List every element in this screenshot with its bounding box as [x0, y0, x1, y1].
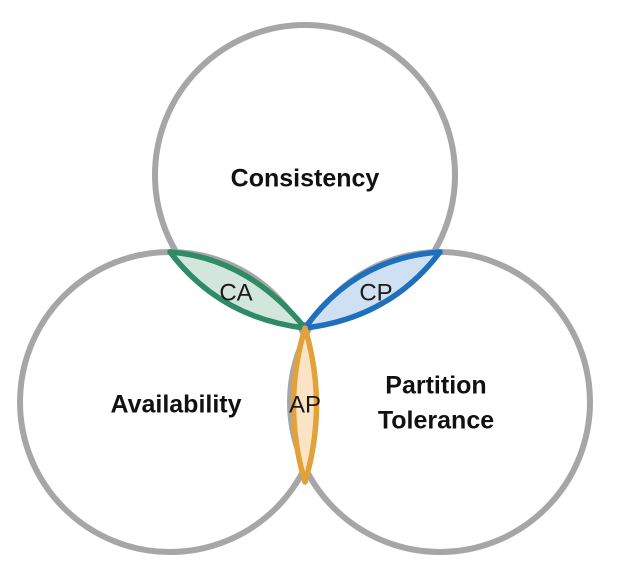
consistency-label: Consistency — [231, 165, 380, 193]
tolerance-label-line2: Tolerance — [378, 407, 494, 435]
availability-label: Availability — [110, 391, 241, 419]
ap-intersection-region — [290, 325, 320, 485]
partition-label-line1: Partition — [385, 372, 486, 400]
cp-label: CP — [359, 279, 392, 306]
cp-intersection-region — [302, 249, 443, 331]
ap-label: AP — [289, 391, 321, 418]
ca-label: CA — [219, 279, 252, 306]
